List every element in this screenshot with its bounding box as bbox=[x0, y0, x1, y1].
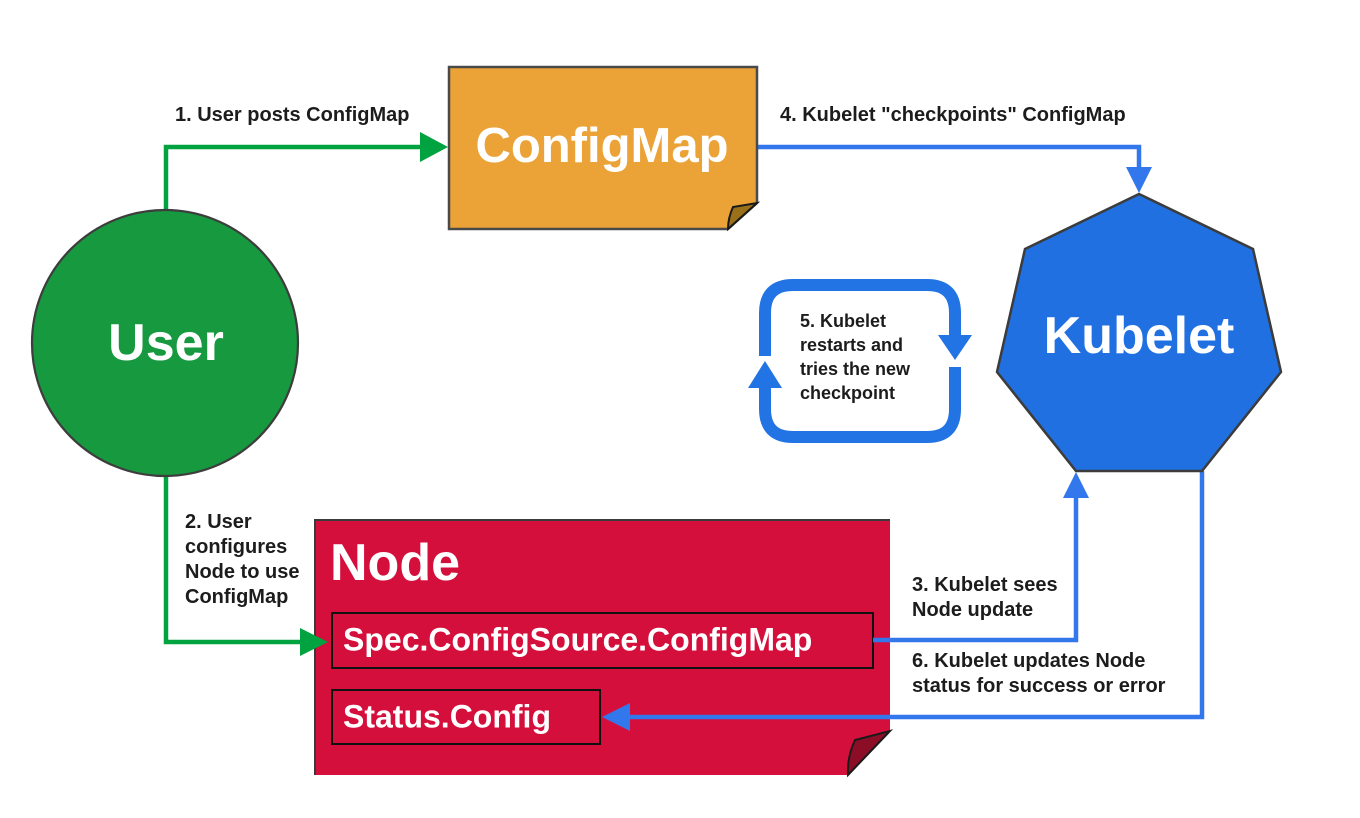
node-shape-edge bbox=[314, 519, 890, 775]
spec-configsource-label: Spec.ConfigSource.ConfigMap bbox=[343, 621, 813, 658]
arrow-step4-line bbox=[757, 144, 1142, 167]
arrow-step1-line bbox=[163, 144, 420, 210]
node-shape bbox=[315, 520, 890, 775]
arrow-step6-line bbox=[630, 471, 1205, 720]
step2-label: 2. User configures Node to use ConfigMap bbox=[185, 511, 300, 608]
arrow-step4-head bbox=[1126, 167, 1152, 193]
arrow-step2-head bbox=[300, 628, 328, 656]
arrow-step6-head bbox=[602, 703, 630, 731]
arrow-step1-head bbox=[420, 132, 448, 162]
kubelet-label: Kubelet bbox=[1043, 307, 1235, 365]
configmap-fold bbox=[726, 201, 761, 232]
step5-label: 5. Kubelet restarts and tries the new ch… bbox=[800, 311, 911, 403]
loop-arrow-bottom bbox=[759, 367, 961, 443]
loop-arrow-down-head bbox=[938, 335, 972, 360]
configmap-label: ConfigMap bbox=[475, 119, 729, 173]
kubelet-heptagon bbox=[995, 192, 1283, 473]
node-label: Node bbox=[330, 534, 460, 592]
loop-arrow-up-head bbox=[748, 361, 782, 388]
arrow-step3-line bbox=[873, 498, 1079, 643]
user-circle bbox=[30, 208, 300, 478]
step1-label: 1. User posts ConfigMap bbox=[175, 104, 410, 126]
arrow-step3-head bbox=[1063, 472, 1089, 498]
status-config-box bbox=[331, 689, 601, 745]
loop-arrow-left bbox=[759, 279, 794, 356]
step3-label: 3. Kubelet sees Node update bbox=[912, 574, 1058, 621]
node-fold bbox=[846, 729, 894, 778]
step6-label: 6. Kubelet updates Node status for succe… bbox=[912, 650, 1166, 697]
user-label: User bbox=[108, 314, 224, 372]
step4-label: 4. Kubelet "checkpoints" ConfigMap bbox=[780, 104, 1126, 126]
status-config-label: Status.Config bbox=[343, 698, 551, 735]
loop-arrow-top bbox=[793, 279, 961, 335]
arrow-step2-line bbox=[163, 477, 300, 645]
